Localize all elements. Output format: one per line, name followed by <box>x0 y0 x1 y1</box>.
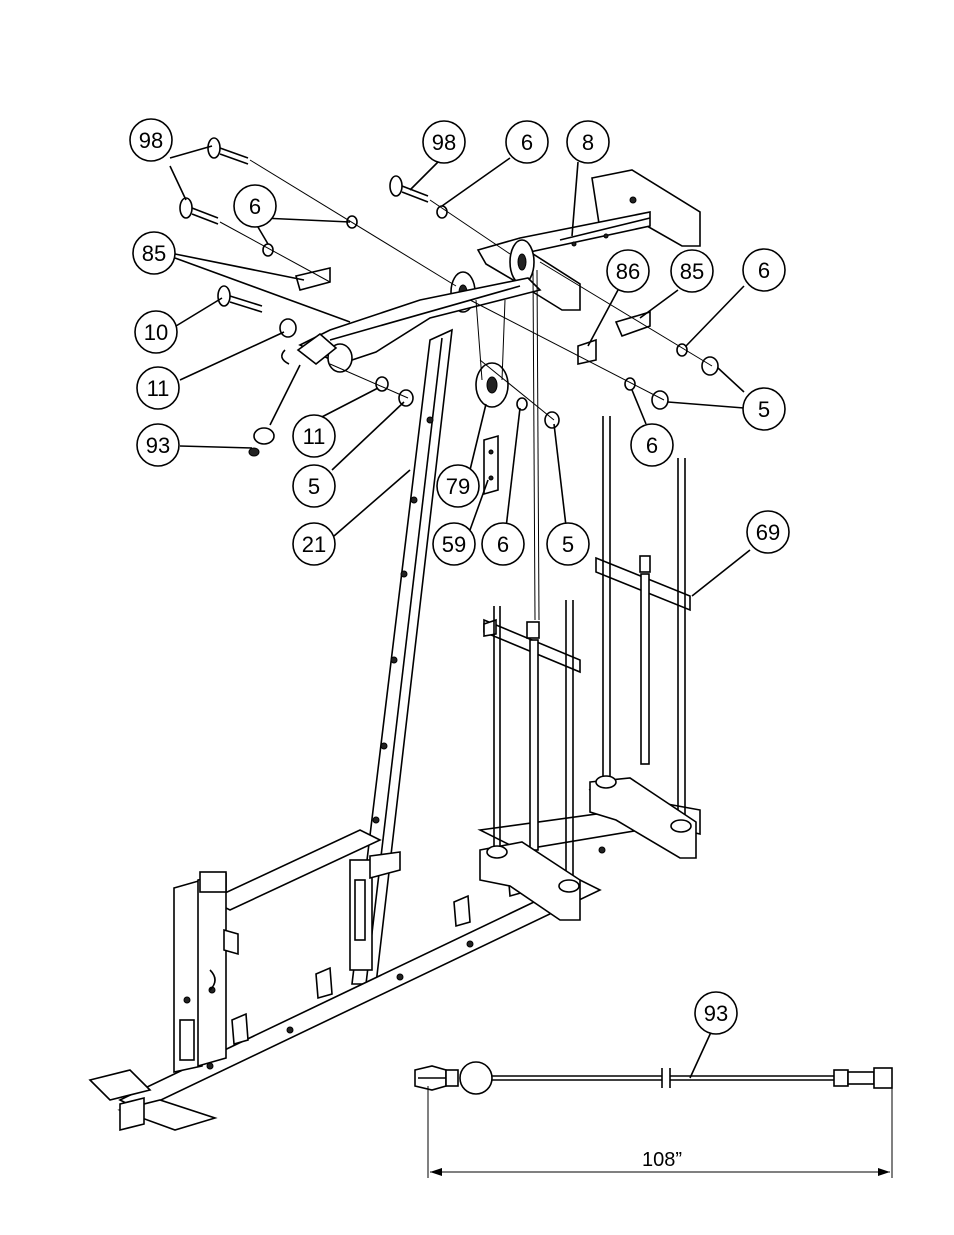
callout-label: 10 <box>144 320 168 345</box>
callout-label: 85 <box>680 259 704 284</box>
callout-bubble-93a: 93 <box>137 424 179 466</box>
callout-label: 85 <box>142 241 166 266</box>
callout-label: 8 <box>582 130 594 155</box>
callout-bubble-10: 10 <box>135 311 177 353</box>
callout-bubble-21: 21 <box>293 523 335 565</box>
middle-pulley <box>476 270 539 620</box>
callout-label: 69 <box>756 520 780 545</box>
callout-bubble-98b: 98 <box>423 121 465 163</box>
callout-label: 5 <box>562 532 574 557</box>
callout-label: 6 <box>758 258 770 283</box>
callout-bubble-5a: 5 <box>743 388 785 430</box>
callout-bubble-59: 59 <box>433 523 475 565</box>
cable-detail: 108” <box>415 1062 892 1178</box>
callout-label: 6 <box>521 130 533 155</box>
weight-stack-right <box>590 416 696 858</box>
callout-label: 98 <box>139 128 163 153</box>
callout-label: 5 <box>758 397 770 422</box>
callout-label: 98 <box>432 130 456 155</box>
callout-label: 6 <box>497 532 509 557</box>
callout-bubble-6e: 6 <box>482 523 524 565</box>
callout-label: 6 <box>249 194 261 219</box>
callout-bubble-6b: 6 <box>234 185 276 227</box>
main-post <box>350 330 452 984</box>
callout-label: 93 <box>704 1001 728 1026</box>
callout-bubble-69: 69 <box>747 511 789 553</box>
callout-label: 11 <box>303 424 326 449</box>
callout-bubble-6c: 6 <box>743 249 785 291</box>
callout-bubble-11a: 11 <box>137 367 179 409</box>
weight-stack-left <box>480 600 580 920</box>
callout-bubble-79: 79 <box>437 465 479 507</box>
callout-bubble-98a: 98 <box>130 119 172 161</box>
callout-bubble-85b: 85 <box>671 250 713 292</box>
callout-label: 11 <box>147 376 170 401</box>
callout-label: 6 <box>646 433 658 458</box>
dimension-label: 108” <box>642 1149 682 1171</box>
callout-bubble-85a: 85 <box>133 232 175 274</box>
callout-bubble-6a: 6 <box>506 121 548 163</box>
callout-bubble-5c: 5 <box>547 523 589 565</box>
callout-label: 59 <box>442 532 466 557</box>
callout-label: 5 <box>308 474 320 499</box>
callout-label: 21 <box>302 532 326 557</box>
callout-bubble-93b: 93 <box>695 992 737 1034</box>
callout-bubble-5b: 5 <box>293 465 335 507</box>
callout-bubble-11b: 11 <box>293 415 335 457</box>
callout-bubble-8: 8 <box>567 121 609 163</box>
callout-bubble-6d: 6 <box>631 424 673 466</box>
callout-label: 93 <box>146 433 170 458</box>
callout-label: 86 <box>616 259 640 284</box>
callout-bubble-86: 86 <box>607 250 649 292</box>
callout-label: 79 <box>446 474 470 499</box>
